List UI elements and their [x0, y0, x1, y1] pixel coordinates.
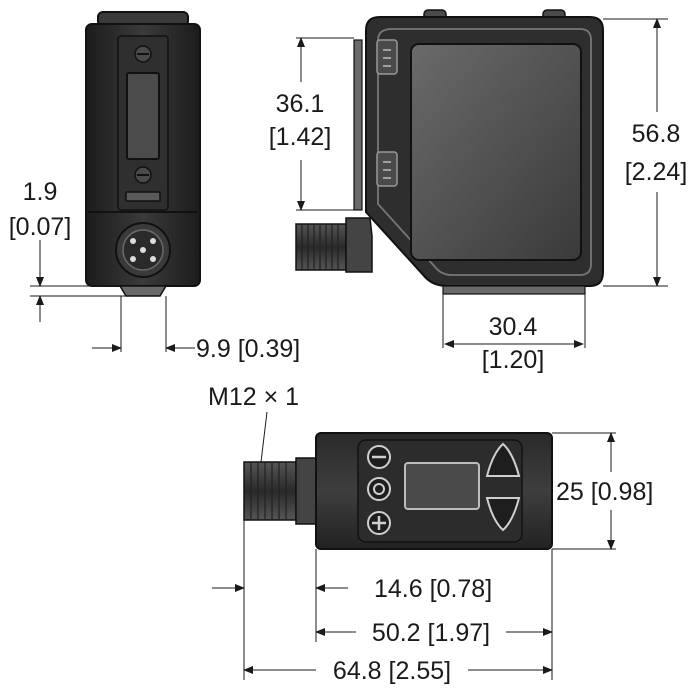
front-offset-value: 1.9: [23, 178, 58, 206]
side-total-inch: [2.24]: [625, 158, 688, 186]
front-view: [30, 11, 201, 352]
set-button[interactable]: [367, 477, 391, 501]
lens-face: [410, 43, 582, 261]
side-total-value: 56.8: [632, 120, 681, 148]
top-len-a-label: 14.6 [0.78]: [374, 575, 492, 603]
side-view: [295, 9, 668, 348]
top-len-b-label: 50.2 [1.97]: [372, 619, 490, 647]
down-arrow-button[interactable]: [485, 497, 521, 532]
side-upper-value: 36.1: [276, 90, 325, 118]
side-width-value: 30.4: [489, 313, 538, 341]
side-width-inch: [1.20]: [482, 346, 545, 374]
front-width-label: 9.9 [0.39]: [196, 335, 300, 363]
thread-label: M12 × 1: [208, 383, 299, 411]
top-len-c-label: 64.8 [2.55]: [333, 657, 451, 685]
top-height-label: 25 [0.98]: [556, 478, 653, 506]
top-view: [212, 411, 616, 680]
up-arrow-button[interactable]: [485, 442, 521, 477]
front-offset-inch: [0.07]: [9, 213, 72, 241]
display-window: [404, 462, 480, 510]
side-upper-inch: [1.42]: [269, 123, 332, 151]
top-connector-thread: [243, 461, 297, 521]
